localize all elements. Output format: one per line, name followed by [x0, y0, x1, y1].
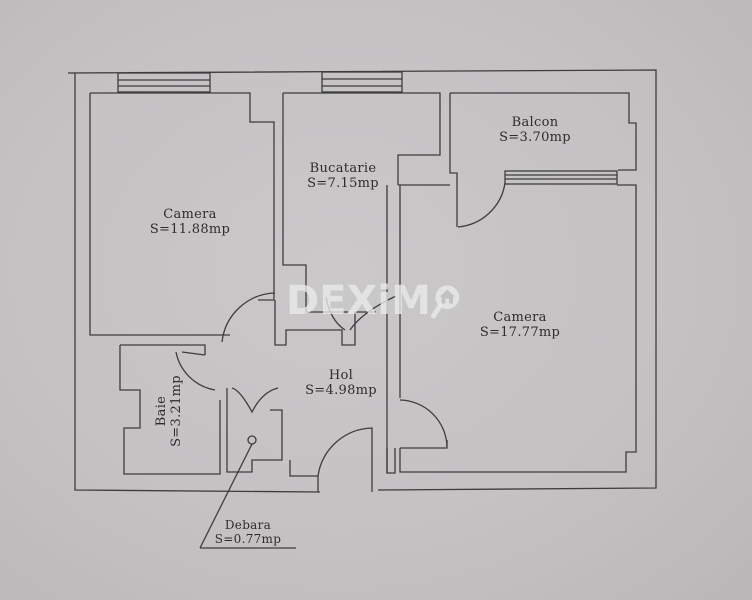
door-swing-camera-1 [221, 292, 276, 343]
room-name: Camera [493, 310, 547, 325]
deximo-watermark: DEX i M [286, 270, 466, 332]
room-balcon-walls [450, 92, 637, 171]
door-swing-entrance [317, 427, 373, 492]
room-label-camera-2: Camera S=17.77mp [460, 310, 580, 340]
door-swing-debara [231, 387, 279, 414]
room-area: S=17.77mp [479, 325, 561, 340]
room-label-hol: Hol S=4.98mp [286, 368, 396, 398]
room-area: S=4.98mp [305, 383, 377, 398]
room-label-bucatarie: Bucatarie S=7.15mp [288, 161, 398, 191]
room-bucatarie-walls-b [282, 93, 348, 313]
watermark-text-m: M [391, 278, 431, 324]
room-name: Bucatarie [309, 161, 377, 176]
room-label-debara: Debara S=0.77mp [200, 518, 296, 546]
room-area: S=3.21mp [169, 375, 184, 447]
room-area: S=3.70mp [499, 130, 571, 145]
room-name: Baie [154, 395, 169, 427]
room-name: Balcon [511, 115, 559, 130]
room-area: S=11.88mp [149, 222, 231, 237]
watermark-text-dex: DEX [286, 278, 378, 324]
house-magnifier-icon [430, 285, 460, 319]
debara-leader-line [199, 443, 253, 549]
watermark-text-i: i [377, 278, 392, 324]
room-debara-walls [226, 388, 283, 473]
room-camera-1-walls-b [89, 93, 230, 336]
room-camera-2-walls [399, 184, 637, 473]
door-swing-camera-2 [399, 399, 448, 448]
room-name: Debara [224, 518, 272, 532]
room-name: Hol [328, 368, 354, 383]
door-swing-baie [175, 351, 216, 391]
room-area: S=0.77mp [214, 532, 282, 546]
window-top-middle [321, 71, 403, 93]
room-area: S=7.15mp [307, 176, 379, 191]
room-name: Camera [163, 207, 217, 222]
debara-marker [247, 435, 257, 445]
room-baie-walls [120, 344, 206, 355]
room-camera-1-walls [90, 92, 275, 301]
room-label-baie: Baie S=3.21mp [154, 366, 184, 456]
door-swing-balcon [457, 182, 506, 228]
room-label-balcon: Balcon S=3.70mp [480, 115, 590, 145]
window-top-left [117, 72, 211, 93]
room-label-camera-1: Camera S=11.88mp [130, 207, 250, 237]
window-balcon [504, 170, 618, 185]
room-bucatarie-walls [283, 92, 441, 185]
